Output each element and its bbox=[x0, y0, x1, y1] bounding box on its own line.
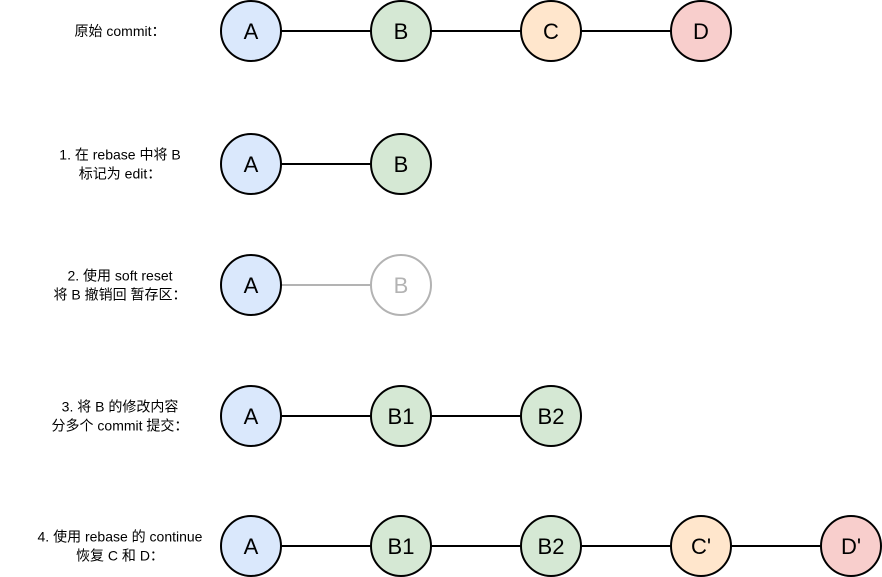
commit-node: C bbox=[520, 0, 582, 62]
commit-node: A bbox=[220, 385, 282, 447]
commit-node: A bbox=[220, 133, 282, 195]
commit-label: B bbox=[394, 19, 409, 44]
commit-label: B1 bbox=[388, 534, 415, 559]
row-label-line: 4. 使用 rebase 的 continue bbox=[38, 529, 203, 545]
commit-node: A bbox=[220, 515, 282, 577]
commit-node: B bbox=[370, 254, 432, 316]
commit-node: D bbox=[670, 0, 732, 62]
commit-node: C' bbox=[670, 515, 732, 577]
row-label-line: 1. 在 rebase 中将 B bbox=[59, 147, 180, 163]
commit-label: D bbox=[693, 19, 709, 44]
commit-circle bbox=[220, 385, 282, 447]
commit-node: B1 bbox=[370, 385, 432, 447]
commit-label: B2 bbox=[538, 534, 565, 559]
commit-circle bbox=[520, 0, 582, 62]
commit-label: D' bbox=[841, 534, 861, 559]
commit-node: D' bbox=[820, 515, 882, 577]
commit-node: A bbox=[220, 0, 282, 62]
commit-node: A bbox=[220, 254, 282, 316]
commit-label: B bbox=[394, 273, 409, 298]
commit-node: B bbox=[370, 0, 432, 62]
commit-circle bbox=[670, 0, 732, 62]
commit-node: B2 bbox=[520, 515, 582, 577]
row-2: 2. 使用 soft reset 将 B 撤销回 暂存区： A B bbox=[53, 254, 432, 316]
commit-circle bbox=[220, 0, 282, 62]
commit-label: A bbox=[244, 404, 259, 429]
commit-circle bbox=[820, 515, 882, 577]
commit-circle bbox=[370, 133, 432, 195]
row-4: 4. 使用 rebase 的 continue 恢复 C 和 D： A B1 B2 C' D… bbox=[38, 515, 882, 577]
commit-circle bbox=[220, 133, 282, 195]
commit-label: B2 bbox=[538, 404, 565, 429]
commit-label: A bbox=[244, 273, 259, 298]
row-label-line: 分多个 commit 提交： bbox=[52, 418, 189, 434]
row-0: 原始 commit： A B C D bbox=[75, 0, 732, 62]
row-label-line: 将 B 撤销回 暂存区： bbox=[53, 287, 186, 303]
commit-label: A bbox=[244, 534, 259, 559]
row-label-line: 标记为 edit： bbox=[79, 166, 161, 182]
commit-label: B1 bbox=[388, 404, 415, 429]
row-label-line: 恢复 C 和 D： bbox=[76, 548, 164, 564]
row-label-line: 2. 使用 soft reset bbox=[67, 268, 172, 284]
commit-circle bbox=[520, 515, 582, 577]
commit-label: C' bbox=[691, 534, 711, 559]
commit-node: B1 bbox=[370, 515, 432, 577]
commit-circle bbox=[370, 385, 432, 447]
commit-label: C bbox=[543, 19, 559, 44]
row-label-line: 原始 commit： bbox=[75, 23, 166, 39]
commit-circle bbox=[370, 254, 432, 316]
commit-node: B bbox=[370, 133, 432, 195]
commit-circle bbox=[370, 515, 432, 577]
commit-node: B2 bbox=[520, 385, 582, 447]
commit-circle bbox=[370, 0, 432, 62]
row-1: 1. 在 rebase 中将 B 标记为 edit： A B bbox=[59, 133, 432, 195]
commit-circle bbox=[670, 515, 732, 577]
commit-label: A bbox=[244, 152, 259, 177]
commit-circle bbox=[220, 515, 282, 577]
commit-circle bbox=[520, 385, 582, 447]
commit-label: B bbox=[394, 152, 409, 177]
row-label-line: 3. 将 B 的修改内容 bbox=[62, 399, 179, 415]
commit-circle bbox=[220, 254, 282, 316]
commit-label: A bbox=[244, 19, 259, 44]
